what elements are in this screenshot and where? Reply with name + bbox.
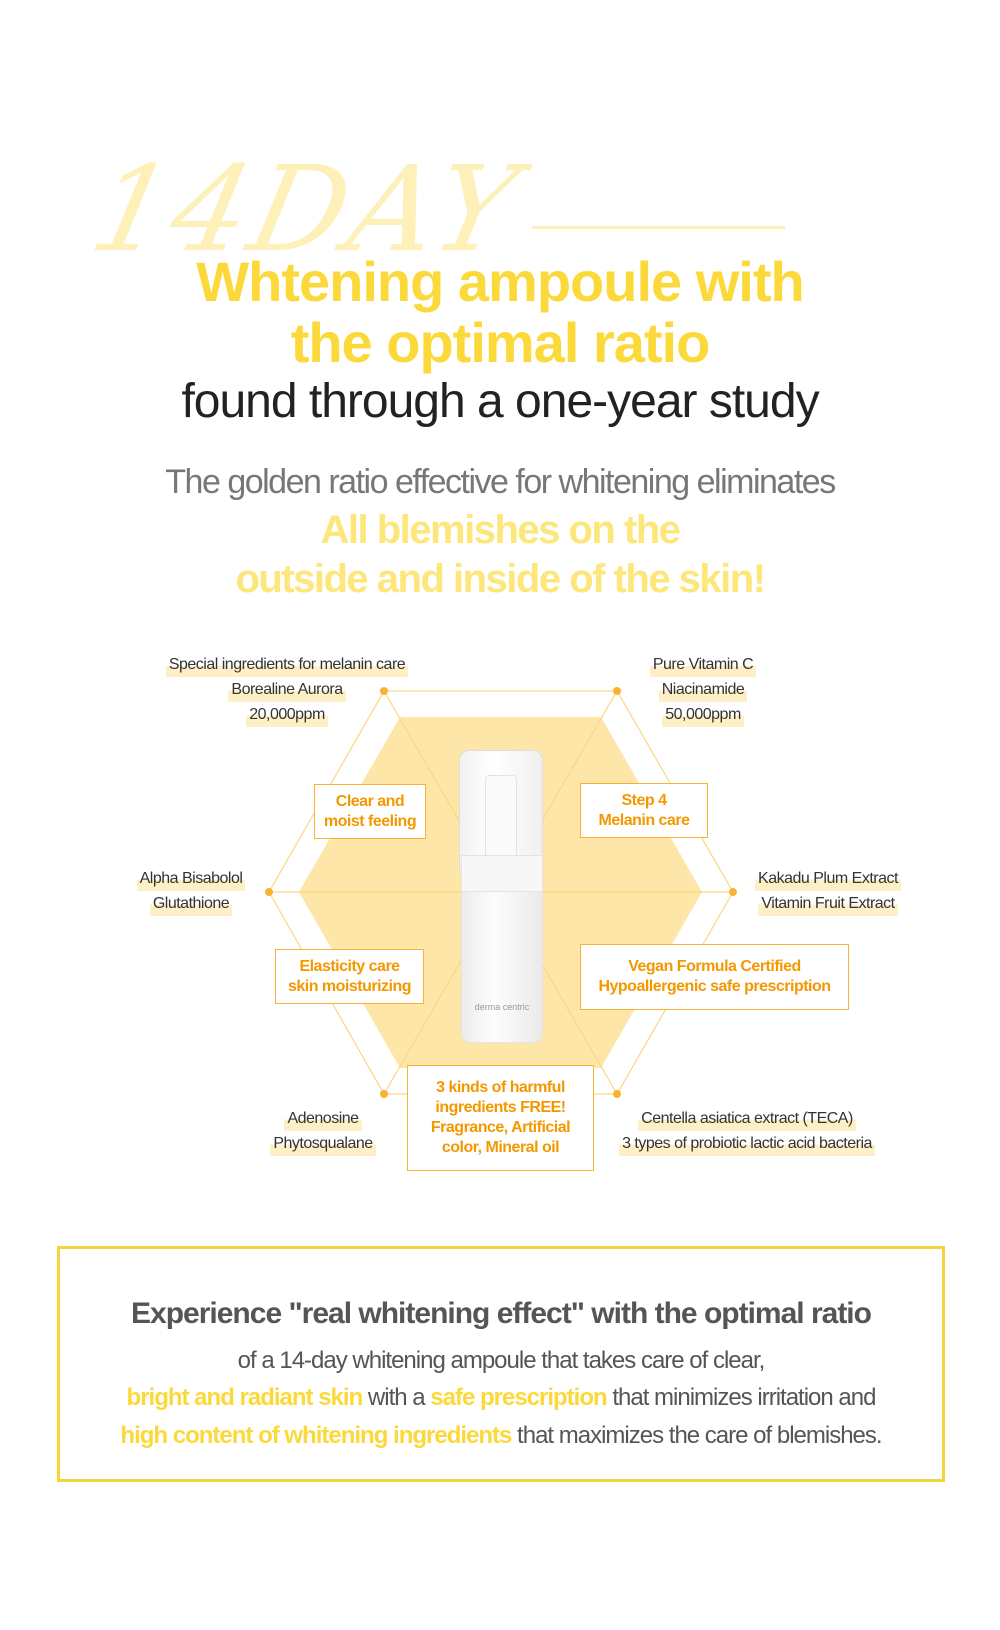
node-dot xyxy=(265,888,273,896)
ingredient-label: Borealine Aurora xyxy=(228,677,346,702)
ingredient-label: Niacinamide xyxy=(658,677,748,702)
feature-step4: Step 4 Melanin care xyxy=(580,783,708,838)
node-dot xyxy=(729,888,737,896)
feature-text: Melanin care xyxy=(598,811,690,829)
brand-label: derma centric xyxy=(474,1002,530,1012)
tagline-line1: The golden ratio effective for whitening… xyxy=(165,463,836,501)
hero-title-line2: the optimal ratio xyxy=(290,311,711,374)
ingredient-label: Special ingredients for melanin care xyxy=(165,652,409,677)
summary-text: that maximizes the care of blemishes. xyxy=(511,1422,883,1449)
feature-clear-moist: Clear and moist feeling xyxy=(314,784,426,839)
feature-text: 3 kinds of harmful xyxy=(436,1079,565,1096)
ingredient-label: Glutathione xyxy=(149,891,233,916)
summary-line2: bright and radiant skin with a safe pres… xyxy=(60,1384,942,1412)
ingredient-label: Alpha Bisabolol xyxy=(136,866,246,891)
feature-text: Vegan Formula Certified xyxy=(628,958,801,975)
ingredient-label: Centella asiatica extract (TECA) xyxy=(638,1106,856,1131)
tagline-line3: outside and inside of the skin! xyxy=(235,557,766,601)
feature-text: color, Mineral oil xyxy=(441,1139,560,1156)
feature-text: Fragrance, Artificial xyxy=(430,1119,571,1136)
tagline-line2: All blemishes on the xyxy=(320,508,681,552)
node-dot xyxy=(613,687,621,695)
feature-text: Elasticity care xyxy=(299,957,400,975)
node-dot xyxy=(380,1090,388,1098)
ingredient-label: Vitamin Fruit Extract xyxy=(758,891,898,916)
feature-text: Step 4 xyxy=(621,791,667,809)
ingredient-label: 20,000ppm xyxy=(246,702,328,727)
summary-heading: Experience "real whitening effect" with … xyxy=(131,1297,872,1330)
summary-highlight: bright and radiant skin xyxy=(126,1384,364,1411)
feature-text: skin moisturizing xyxy=(287,977,412,995)
bottle-pump xyxy=(485,775,517,857)
summary-line3: high content of whitening ingredients th… xyxy=(60,1422,942,1450)
ingredient-label: Adenosine xyxy=(284,1106,362,1131)
node-dot xyxy=(613,1090,621,1098)
feature-harmful-free: 3 kinds of harmful ingredients FREE! Fragr… xyxy=(407,1065,594,1171)
node-dot xyxy=(380,687,388,695)
bottle-body xyxy=(461,891,543,1043)
summary-text: that minimizes irritation and xyxy=(606,1384,876,1411)
hero-subtitle: found through a one-year study xyxy=(181,375,819,428)
summary-text: with a xyxy=(362,1384,431,1411)
summary-highlight: high content of whitening ingredients xyxy=(120,1422,512,1449)
feature-text: Clear and xyxy=(335,792,405,810)
summary-box: Experience "real whitening effect" with … xyxy=(57,1246,945,1482)
product-bottle-image: derma centric xyxy=(459,750,543,1043)
divider xyxy=(532,226,785,229)
ingredient-label: 3 types of probiotic lactic acid bacteri… xyxy=(619,1131,875,1156)
ingredient-label: 50,000ppm xyxy=(662,702,744,727)
feature-text: moist feeling xyxy=(323,812,417,830)
ingredient-bottom-right: Centella asiatica extract (TECA)3 types … xyxy=(597,1106,897,1156)
bottle-collar xyxy=(461,855,543,893)
feature-elasticity: Elasticity care skin moisturizing xyxy=(275,949,424,1004)
ingredient-label: Pure Vitamin C xyxy=(649,652,757,677)
ingredient-label: Kakadu Plum Extract xyxy=(755,866,901,891)
summary-highlight: safe prescription xyxy=(430,1384,607,1411)
feature-text: Hypoallergenic safe prescription xyxy=(598,978,831,995)
summary-line1: of a 14-day whitening ampoule that takes… xyxy=(237,1347,766,1374)
hero-title-line1: Whtening ampoule with xyxy=(196,250,804,313)
feature-text: ingredients FREE! xyxy=(435,1099,566,1116)
ingredient-label: Phytosqualane xyxy=(270,1131,376,1156)
